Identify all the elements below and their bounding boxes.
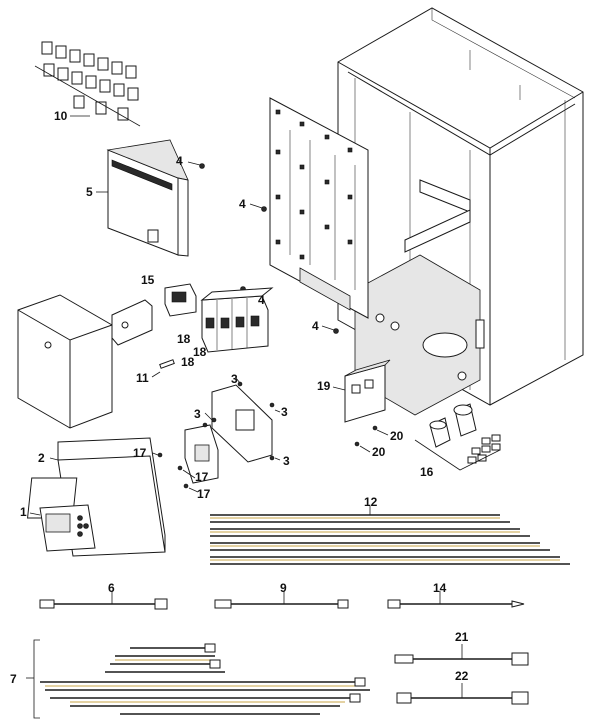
part-1-display-unit [29, 504, 96, 552]
label-part-20: 20 [390, 429, 404, 443]
label-part-10: 10 [54, 109, 68, 123]
label-part-3: 3 [231, 372, 238, 386]
part-20-screws [354, 425, 389, 453]
label-part-20: 20 [372, 445, 386, 459]
front-cover [17, 294, 113, 429]
part-6-cable [39, 591, 168, 610]
label-part-2: 2 [38, 451, 45, 465]
label-part-22: 22 [455, 669, 469, 683]
label-part-12: 12 [364, 495, 378, 509]
cabinet-housing [337, 7, 584, 416]
label-part-17: 17 [197, 487, 211, 501]
label-part-3: 3 [281, 405, 288, 419]
label-part-9: 9 [280, 581, 287, 595]
label-part-3: 3 [283, 454, 290, 468]
label-part-18: 18 [181, 355, 195, 369]
part-19-module [332, 359, 391, 423]
part-21-cable [394, 644, 529, 666]
label-part-1: 1 [20, 505, 27, 519]
label-part-4: 4 [312, 319, 319, 333]
part-7-wiring-harness [26, 639, 370, 719]
label-part-21: 21 [455, 630, 469, 644]
label-part-6: 6 [108, 581, 115, 595]
label-part-14: 14 [433, 581, 447, 595]
label-part-18: 18 [177, 332, 191, 346]
part-17-screws [149, 451, 199, 493]
label-part-16: 16 [420, 465, 434, 479]
part-5-control-unit [96, 139, 189, 257]
label-part-11: 11 [136, 371, 149, 385]
part-12-cable-bundle [210, 506, 570, 565]
part-3-bracket-plate [204, 377, 281, 463]
part-10-terminal-set [34, 41, 141, 127]
mounting-plate [269, 97, 369, 319]
label-part-5: 5 [86, 185, 93, 199]
part-11-pin [151, 359, 175, 378]
label-part-17: 17 [195, 470, 209, 484]
bracket [111, 299, 153, 346]
label-part-19: 19 [317, 379, 331, 393]
label-part-18: 18 [193, 345, 207, 359]
part-18-contactors [200, 287, 274, 353]
callout-labels: 1 2 3 3 3 3 4 4 4 4 5 6 7 9 10 11 12 14 … [10, 109, 469, 686]
part-22-cable [396, 683, 529, 705]
label-part-7: 7 [10, 672, 17, 686]
part-14-cable-tie [387, 591, 525, 609]
label-part-4: 4 [176, 154, 183, 168]
label-part-17: 17 [133, 446, 147, 460]
part-9-cable [214, 591, 349, 609]
label-part-15: 15 [141, 273, 155, 287]
label-part-3: 3 [194, 407, 201, 421]
part-16-cable-glands [414, 403, 501, 471]
display-frame [184, 422, 219, 484]
label-part-4: 4 [239, 197, 246, 211]
part-15-relay [164, 283, 197, 317]
label-part-4: 4 [258, 293, 265, 307]
